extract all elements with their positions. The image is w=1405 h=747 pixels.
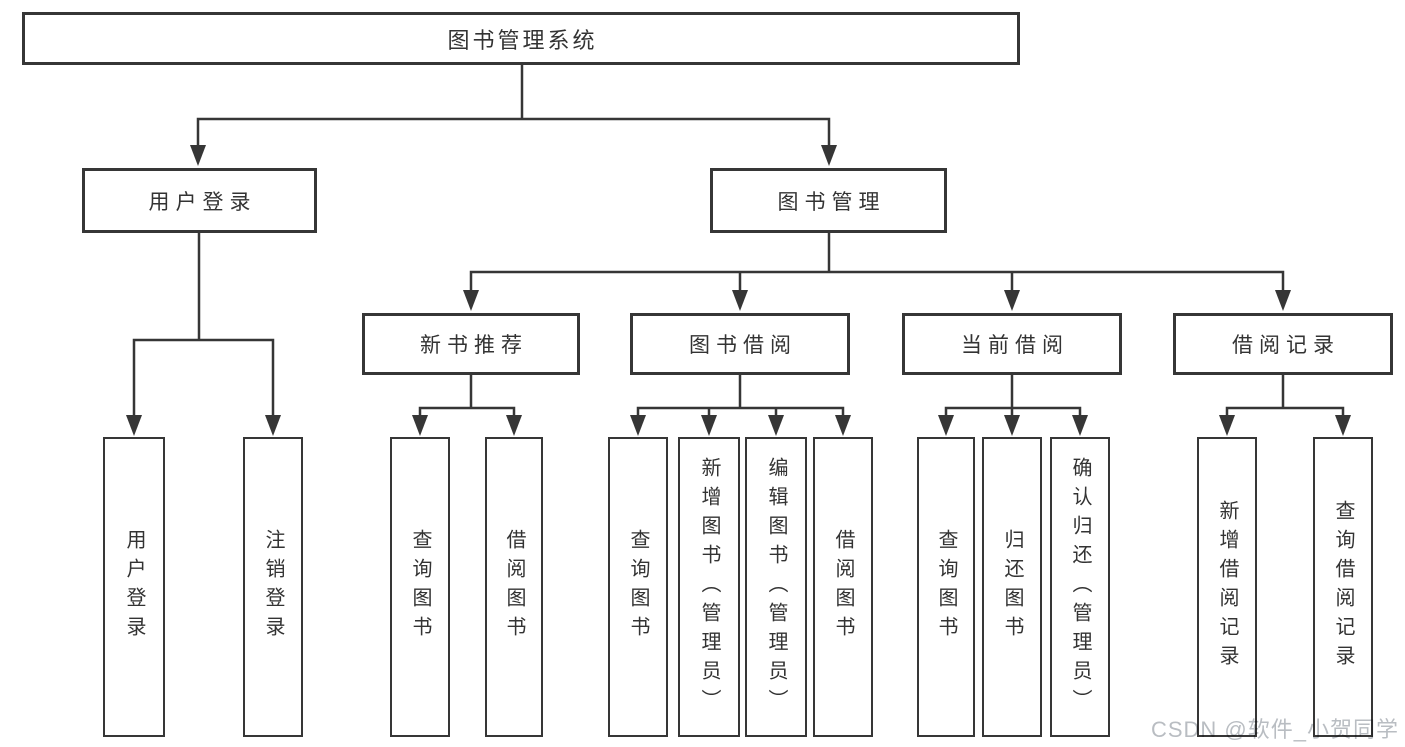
arrowhead-icon (265, 415, 281, 436)
leaf-label: 归还图书 (1001, 529, 1023, 645)
node-book-borrowing: 图书借阅 (630, 313, 850, 375)
arrowhead-icon (1004, 290, 1020, 311)
leaf-logout: 注销登录 (243, 437, 303, 737)
connector-current-rail (944, 375, 1082, 420)
leaf-user-login: 用户登录 (103, 437, 165, 737)
arrowhead-icon (768, 415, 784, 436)
connector-borrowing-rail (636, 375, 845, 420)
leaf-label: 新增图书（管理员） (698, 456, 720, 718)
leaf-cb-confirm-return-admin: 确认归还（管理员） (1050, 437, 1110, 737)
leaf-bb-borrow-books: 借阅图书 (813, 437, 873, 737)
node-label: 图书借阅 (689, 334, 797, 357)
connector-root-rail (196, 117, 831, 150)
arrowhead-icon (1275, 290, 1291, 311)
arrowhead-icon (701, 415, 717, 436)
node-label: 当前借阅 (961, 334, 1069, 357)
node-new-book-recommend: 新书推荐 (362, 313, 580, 375)
arrowhead-icon (1219, 415, 1235, 436)
node-label: 用户登录 (148, 190, 257, 214)
node-user-login-branch: 用户登录 (82, 168, 317, 233)
leaf-label: 注销登录 (262, 529, 284, 645)
arrowhead-icon (1004, 415, 1020, 436)
arrowhead-icon (835, 415, 851, 436)
csdn-watermark: CSDN @软件_小贺同学 (1150, 717, 1399, 742)
node-library-system: 图书管理系统 (22, 12, 1020, 65)
arrowhead-icon (412, 415, 428, 436)
arrowhead-icon (463, 290, 479, 311)
leaf-label: 确认归还（管理员） (1069, 456, 1091, 718)
arrowhead-icon (506, 415, 522, 436)
leaf-bb-add-books-admin: 新增图书（管理员） (678, 437, 740, 737)
node-label: 借阅记录 (1232, 334, 1340, 357)
leaf-label: 查询图书 (935, 529, 957, 645)
arrowhead-icon (938, 415, 954, 436)
node-label: 图书管理 (777, 190, 886, 214)
arrowhead-icon (732, 290, 748, 311)
leaf-cb-query-books: 查询图书 (917, 437, 975, 737)
connector-login-rail (132, 338, 275, 420)
arrowhead-icon (190, 145, 206, 166)
node-borrowing-records: 借阅记录 (1173, 313, 1393, 375)
connector-newbook-rail (418, 375, 516, 420)
connector-bookmgmt-rail (469, 270, 1285, 295)
leaf-label: 编辑图书（管理员） (765, 456, 787, 718)
leaf-cb-return-books: 归还图书 (982, 437, 1042, 737)
connector-records-rail (1225, 375, 1345, 420)
leaf-label: 查询图书 (627, 529, 649, 645)
leaf-label: 新增借阅记录 (1216, 500, 1238, 674)
arrowhead-icon (821, 145, 837, 166)
leaf-nb-query-books: 查询图书 (390, 437, 450, 737)
leaf-bb-edit-books-admin: 编辑图书（管理员） (745, 437, 807, 737)
arrowhead-icon (630, 415, 646, 436)
arrowhead-icon (1335, 415, 1351, 436)
leaf-label: 借阅图书 (503, 529, 525, 645)
leaf-label: 借阅图书 (832, 529, 854, 645)
arrowhead-icon (126, 415, 142, 436)
leaf-label: 用户登录 (123, 529, 145, 645)
node-label: 新书推荐 (420, 334, 528, 357)
node-book-management: 图书管理 (710, 168, 947, 233)
leaf-label: 查询图书 (409, 529, 431, 645)
leaf-br-query-record: 查询借阅记录 (1313, 437, 1373, 737)
leaf-nb-borrow-books: 借阅图书 (485, 437, 543, 737)
node-label: 图书管理系统 (447, 27, 598, 53)
leaf-bb-query-books: 查询图书 (608, 437, 668, 737)
leaf-label: 查询借阅记录 (1332, 500, 1354, 674)
node-current-borrowing: 当前借阅 (902, 313, 1122, 375)
arrowhead-icon (1072, 415, 1088, 436)
leaf-br-add-record: 新增借阅记录 (1197, 437, 1257, 737)
